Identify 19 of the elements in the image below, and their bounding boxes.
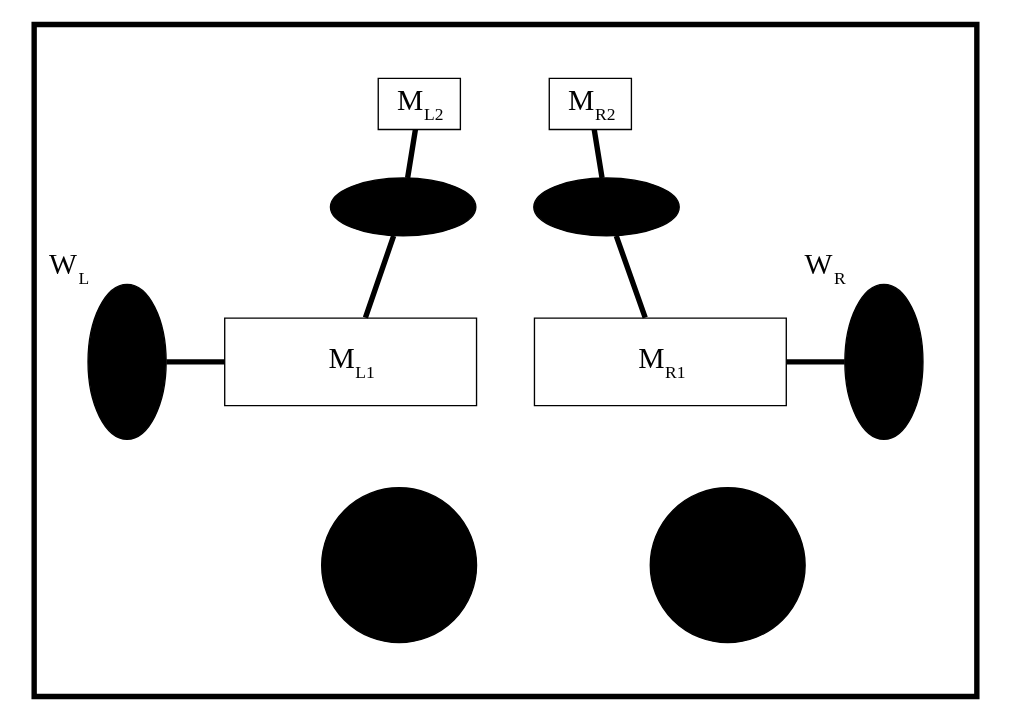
node-label: W$_{R}$ bbox=[803, 248, 846, 289]
connector bbox=[165, 359, 225, 365]
node-box: M$_{R1}$ bbox=[533, 317, 787, 407]
node-label: W$_{L}$ bbox=[48, 248, 89, 289]
node-box: M$_{L2}$ bbox=[377, 77, 461, 131]
connector bbox=[591, 129, 605, 179]
connector bbox=[404, 129, 418, 179]
connector bbox=[362, 235, 396, 319]
connector bbox=[786, 359, 845, 365]
node-box: M$_{R2}$ bbox=[548, 77, 632, 131]
node-box: M$_{L1}$ bbox=[223, 317, 477, 407]
node-ellipse bbox=[86, 283, 167, 440]
node-ellipse bbox=[843, 283, 924, 440]
cluster bbox=[30, 21, 980, 700]
node-circle bbox=[320, 487, 477, 644]
node-circle bbox=[649, 487, 806, 644]
node-ellipse bbox=[532, 177, 680, 237]
connector bbox=[613, 234, 648, 319]
node-ellipse bbox=[329, 177, 477, 237]
